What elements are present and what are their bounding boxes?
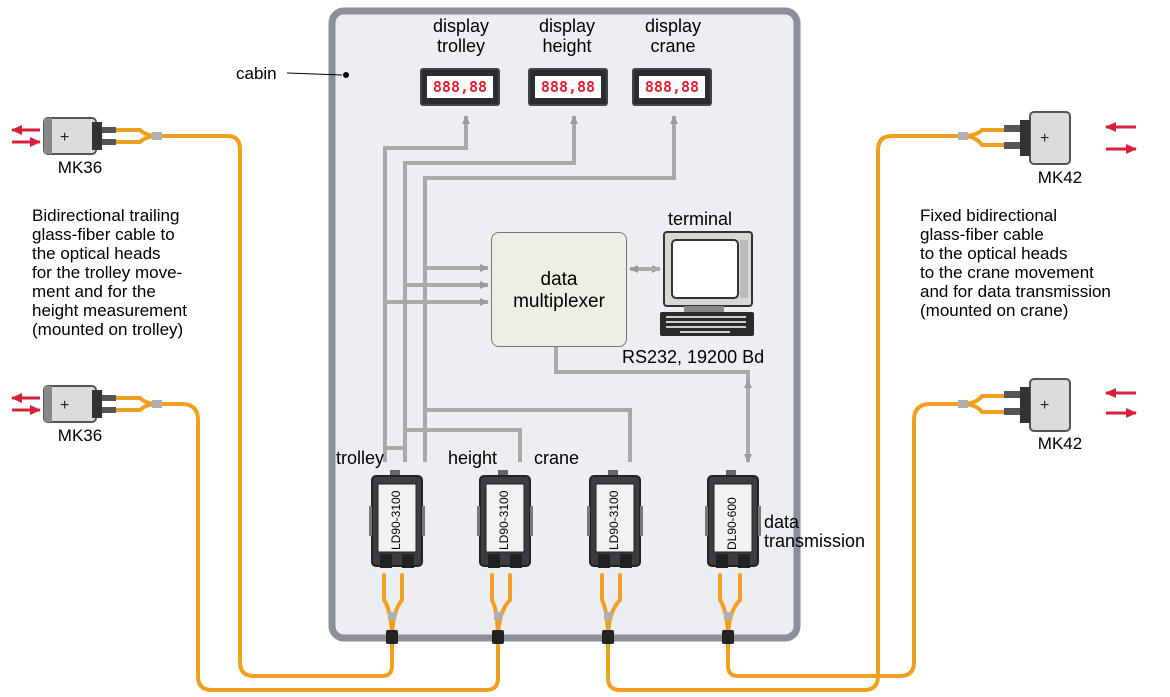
display-trolley: 888,88 xyxy=(420,68,500,106)
cabin-leader-dot xyxy=(343,72,349,78)
terminal-label: terminal xyxy=(668,209,733,229)
device-height: LD90-3100 xyxy=(477,470,533,568)
line-trolley-device xyxy=(385,446,407,462)
signal-lines xyxy=(383,115,752,463)
data-multiplexer: data multiplexer xyxy=(491,232,627,347)
device-datatx-label: data transmission xyxy=(764,512,866,551)
device-trolley-model: LD90-3100 xyxy=(389,490,403,550)
devices-group: LD90-3100 LD90-3100 LD90-3100 DL90-600 xyxy=(369,470,761,568)
display-crane-title: display crane xyxy=(644,16,702,56)
fiber-mk36-top xyxy=(156,134,394,678)
display-height-title: display height xyxy=(538,16,596,56)
display-height: 888,88 xyxy=(528,68,608,106)
fiber-couplers xyxy=(152,132,968,620)
device-crane-model: LD90-3100 xyxy=(607,490,621,550)
data-multiplexer-label: data multiplexer xyxy=(513,269,605,312)
optical-head-mk36-bottom: + xyxy=(43,385,116,423)
terminal-computer xyxy=(660,231,754,336)
device-height-model: LD90-3100 xyxy=(497,490,511,550)
line-trolley-display xyxy=(383,115,470,462)
optical-head-mk42-bottom: + xyxy=(1004,378,1071,432)
display-crane: 888,88 xyxy=(632,68,712,106)
device-datatx: DL90-600 xyxy=(705,470,761,568)
svg-text:+: + xyxy=(1040,130,1049,147)
cabin-leader-line xyxy=(286,72,343,76)
cabin-label: cabin xyxy=(236,64,277,83)
terminal-interface-label: RS232, 19200 Bd xyxy=(622,347,765,367)
line-crane-display xyxy=(423,115,678,462)
display-trolley-title: display trolley xyxy=(432,16,490,56)
optical-head-mk36-top: + xyxy=(43,117,116,155)
device-crane: LD90-3100 xyxy=(587,470,643,568)
mk36-bottom-label: MK36 xyxy=(57,426,103,445)
line-mux-datatx xyxy=(554,347,752,463)
display-height-readout: 888,88 xyxy=(540,78,596,96)
svg-text:+: + xyxy=(60,129,69,146)
line-height-display xyxy=(403,115,578,462)
device-trolley: LD90-3100 xyxy=(369,470,425,568)
mk42-bottom-label: MK42 xyxy=(1037,434,1083,453)
optical-head-mk42-top: + xyxy=(1004,111,1071,165)
device-trolley-label: trolley xyxy=(336,448,385,468)
fiber-mk42-bottom xyxy=(726,402,964,678)
right-cable-description: Fixed bidirectional glass-fiber cable to… xyxy=(920,206,1111,320)
wall-feedthroughs xyxy=(386,630,734,644)
mk36-top-label: MK36 xyxy=(57,158,103,177)
display-crane-readout: 888,88 xyxy=(644,78,700,96)
red-arrows xyxy=(11,122,1137,418)
left-cable-description: Bidirectional trailing glass-fiber cable… xyxy=(32,206,187,339)
svg-text:+: + xyxy=(1040,397,1049,414)
line-height-device xyxy=(405,428,522,462)
line-crane-device xyxy=(425,408,632,462)
device-crane-label: crane xyxy=(534,448,580,468)
device-datatx-model: DL90-600 xyxy=(725,497,739,550)
fiber-mk36-bottom xyxy=(156,402,500,692)
svg-text:+: + xyxy=(60,397,69,414)
mk42-top-label: MK42 xyxy=(1037,168,1083,187)
fiber-mk42-top xyxy=(606,134,964,692)
device-height-label: height xyxy=(448,448,498,468)
display-trolley-readout: 888,88 xyxy=(432,78,488,96)
